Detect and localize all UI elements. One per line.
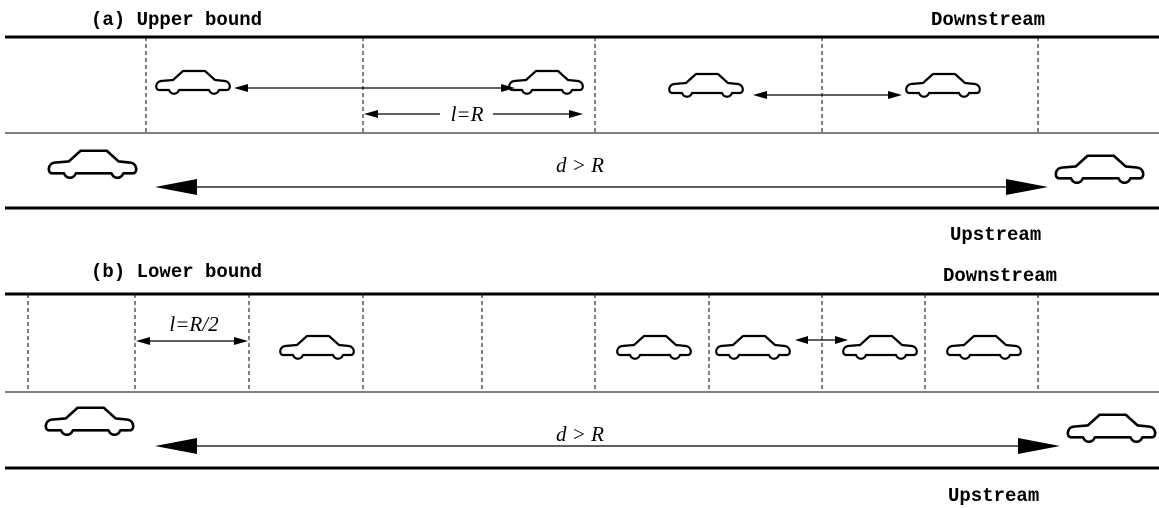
- car-icon: [279, 334, 355, 360]
- panel-b-title: (b) Lower bound: [91, 261, 262, 283]
- car-icon: [905, 72, 981, 98]
- panel-b-downstream-label: Downstream: [943, 265, 1057, 287]
- car-icon: [616, 334, 692, 360]
- panel-a-upstream-label: Upstream: [950, 224, 1041, 246]
- panel-a-distance-label: d > R: [556, 153, 604, 177]
- car-icon: [715, 334, 791, 360]
- panel-a-segment-length-dimension: l=R: [364, 102, 583, 126]
- panel-a-link-arrow-1: [234, 84, 515, 92]
- panel-a-downstream-label: Downstream: [931, 9, 1045, 31]
- car-icon: [946, 334, 1022, 360]
- car-icon: [47, 149, 138, 180]
- panel-a: (a) Upper bound Downstream: [5, 9, 1159, 246]
- panel-a-segment-length-label: l=R: [451, 102, 484, 126]
- car-icon: [44, 406, 135, 437]
- car-icon: [842, 334, 918, 360]
- panel-b-link-arrow: [795, 336, 848, 344]
- panel-a-distance-arrow: d > R: [155, 153, 1048, 195]
- car-icon: [1054, 154, 1145, 185]
- panel-b-segment-length-dimension: l=R/2: [136, 312, 248, 345]
- panel-b: (b) Lower bound Downstream l=R/2: [5, 261, 1159, 507]
- panel-a-segment-boundaries: [145, 37, 1039, 133]
- panel-a-link-arrow-2: [753, 91, 902, 99]
- panel-b-upstream-label: Upstream: [948, 485, 1039, 507]
- car-icon: [155, 69, 231, 95]
- panel-b-distance-arrow: d > R: [155, 422, 1060, 454]
- panel-b-segment-boundaries: [27, 294, 1039, 392]
- panel-a-title: (a) Upper bound: [91, 9, 262, 31]
- panel-b-segment-length-label: l=R/2: [169, 312, 219, 336]
- panel-b-distance-label: d > R: [556, 422, 604, 446]
- car-icon: [668, 72, 744, 98]
- car-icon: [508, 69, 584, 95]
- car-icon: [1066, 413, 1157, 444]
